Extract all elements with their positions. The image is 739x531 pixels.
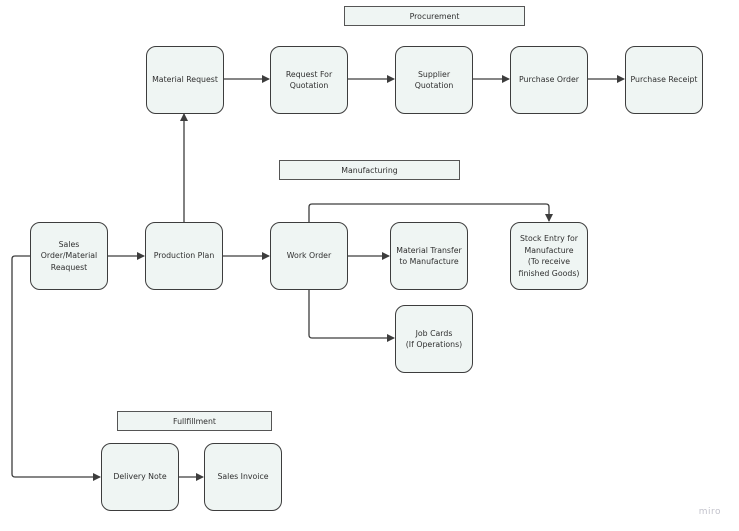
section-label-manufacturing: Manufacturing (279, 160, 460, 180)
node-sales-order[interactable]: Sales Order/Material Reaquest (30, 222, 108, 290)
edge-work-order-to-stock-entry (308, 203, 553, 222)
node-sales-invoice[interactable]: Sales Invoice (204, 443, 282, 511)
section-label-procurement: Procurement (344, 6, 525, 26)
edge-sales-order-to-delivery-note (11, 255, 101, 481)
node-purchase-order[interactable]: Purchase Order (510, 46, 588, 114)
node-work-order[interactable]: Work Order (270, 222, 348, 290)
node-supplier-quotation[interactable]: Supplier Quotation (395, 46, 473, 114)
node-production-plan[interactable]: Production Plan (145, 222, 223, 290)
node-job-cards[interactable]: Job Cards (If Operations) (395, 305, 473, 373)
node-delivery-note[interactable]: Delivery Note (101, 443, 179, 511)
node-request-for-quotation[interactable]: Request For Quotation (270, 46, 348, 114)
node-stock-entry[interactable]: Stock Entry for Manufacture (To receive … (510, 222, 588, 290)
miro-watermark: miro (698, 507, 721, 517)
edge-work-order-to-job-cards (308, 290, 395, 342)
node-purchase-receipt[interactable]: Purchase Receipt (625, 46, 703, 114)
section-label-fulfillment: Fullfillment (117, 411, 272, 431)
node-material-transfer[interactable]: Material Transfer to Manufacture (390, 222, 468, 290)
node-material-request[interactable]: Material Request (146, 46, 224, 114)
